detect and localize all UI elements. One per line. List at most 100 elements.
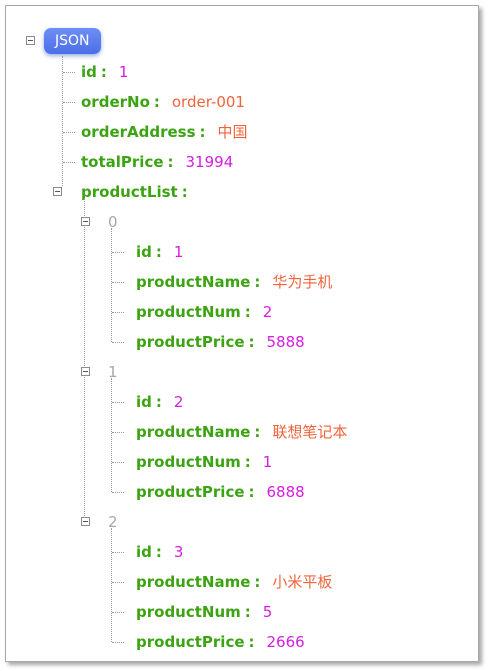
tree-connector [112, 612, 124, 613]
field-key: productPrice [136, 333, 245, 351]
field-row-orderNo: orderNo: order-001 [81, 91, 245, 113]
field-row-productNum: productNum:1 [136, 451, 272, 473]
field-key: productNum [136, 603, 241, 621]
field-row-productPrice: productPrice:5888 [136, 331, 305, 353]
field-colon: : [155, 393, 162, 411]
json-tree: JSON id:1 orderNo:order-001 orderAddress… [6, 6, 478, 661]
field-colon: : [248, 483, 255, 501]
productList-collapse-toggle-icon[interactable] [53, 187, 62, 196]
field-value: 1 [173, 243, 184, 261]
field-row-id: id:1 [81, 61, 128, 83]
field-key: productPrice [136, 633, 245, 651]
field-key: productList [81, 183, 178, 201]
field-row-productPrice: productPrice:2666 [136, 631, 305, 653]
field-row-totalPrice: totalPrice:31994 [81, 151, 233, 173]
tree-connector [111, 378, 112, 492]
field-value: 5888 [266, 333, 305, 351]
field-row-productName: productName: 华为手机 [136, 271, 332, 293]
item-1-collapse-toggle-icon[interactable] [81, 367, 90, 376]
tree-connector [112, 642, 124, 643]
field-key: productName [136, 423, 251, 441]
field-colon: : [254, 573, 261, 591]
field-key: productName [136, 273, 251, 291]
tree-connector [63, 162, 75, 163]
field-key: productNum [136, 453, 241, 471]
field-colon: : [155, 243, 162, 261]
field-value: 联想笔记本 [272, 423, 348, 441]
tree-connector [112, 582, 124, 583]
array-index: 1 [108, 361, 118, 383]
field-colon: : [244, 303, 251, 321]
tree-connector [111, 228, 112, 342]
field-colon: : [254, 423, 261, 441]
field-value: 2666 [266, 633, 305, 651]
field-row-id: id:3 [136, 541, 183, 563]
field-colon: : [100, 63, 107, 81]
field-row-id: id:2 [136, 391, 183, 413]
field-value: 1 [118, 63, 129, 81]
field-row-productName: productName: 联想笔记本 [136, 421, 347, 443]
tree-connector [63, 102, 75, 103]
tree-connector [112, 552, 124, 553]
field-row-productPrice: productPrice:6888 [136, 481, 305, 503]
field-key: productName [136, 573, 251, 591]
field-colon: : [244, 603, 251, 621]
tree-connector [112, 282, 124, 283]
field-key: id [136, 393, 152, 411]
array-index-label: 1 [108, 363, 118, 381]
field-colon: : [199, 123, 206, 141]
field-colon: : [244, 453, 251, 471]
tree-connector [112, 462, 124, 463]
field-colon: : [254, 273, 261, 291]
field-value: 2 [173, 393, 184, 411]
field-key: id [136, 243, 152, 261]
array-index-label: 2 [108, 513, 118, 531]
array-index: 2 [108, 511, 118, 533]
field-value: 5 [262, 603, 273, 621]
tree-connector [63, 72, 75, 73]
field-value: 3 [173, 543, 184, 561]
tree-connector [63, 132, 75, 133]
field-value: 小米平板 [272, 573, 333, 591]
field-key: productNum [136, 303, 241, 321]
field-value: order-001 [171, 93, 245, 111]
field-colon: : [248, 633, 255, 651]
field-value: 华为手机 [272, 273, 333, 291]
field-key: id [136, 543, 152, 561]
field-colon: : [167, 153, 174, 171]
field-value: 31994 [185, 153, 234, 171]
field-key: id [81, 63, 97, 81]
field-colon: : [155, 543, 162, 561]
tree-connector [112, 432, 124, 433]
tree-connector [84, 198, 85, 518]
field-value: 6888 [266, 483, 305, 501]
tree-connector [62, 56, 63, 186]
json-root-node[interactable]: JSON [44, 28, 101, 54]
json-viewer-window: JSON id:1 orderNo:order-001 orderAddress… [5, 5, 479, 662]
item-2-collapse-toggle-icon[interactable] [81, 517, 90, 526]
field-row-id: id:1 [136, 241, 183, 263]
tree-connector [111, 528, 112, 642]
array-index: 0 [108, 211, 118, 233]
tree-connector [112, 402, 124, 403]
field-value: 2 [262, 303, 273, 321]
field-key: productPrice [136, 483, 245, 501]
field-row-productNum: productNum:2 [136, 301, 272, 323]
field-value: 1 [262, 453, 273, 471]
tree-connector [112, 252, 124, 253]
field-key: orderAddress [81, 123, 196, 141]
item-0-collapse-toggle-icon[interactable] [81, 217, 90, 226]
field-colon: : [248, 333, 255, 351]
field-key: totalPrice [81, 153, 164, 171]
field-row-orderAddress: orderAddress: 中国 [81, 121, 248, 143]
array-index-label: 0 [108, 213, 118, 231]
tree-connector [112, 492, 124, 493]
field-row-productNum: productNum:5 [136, 601, 272, 623]
field-key: orderNo [81, 93, 150, 111]
field-colon: : [153, 93, 160, 111]
root-collapse-toggle-icon[interactable] [26, 36, 35, 45]
field-value: 中国 [217, 123, 248, 141]
field-colon: : [181, 183, 188, 201]
tree-connector [112, 312, 124, 313]
field-row-productName: productName: 小米平板 [136, 571, 332, 593]
